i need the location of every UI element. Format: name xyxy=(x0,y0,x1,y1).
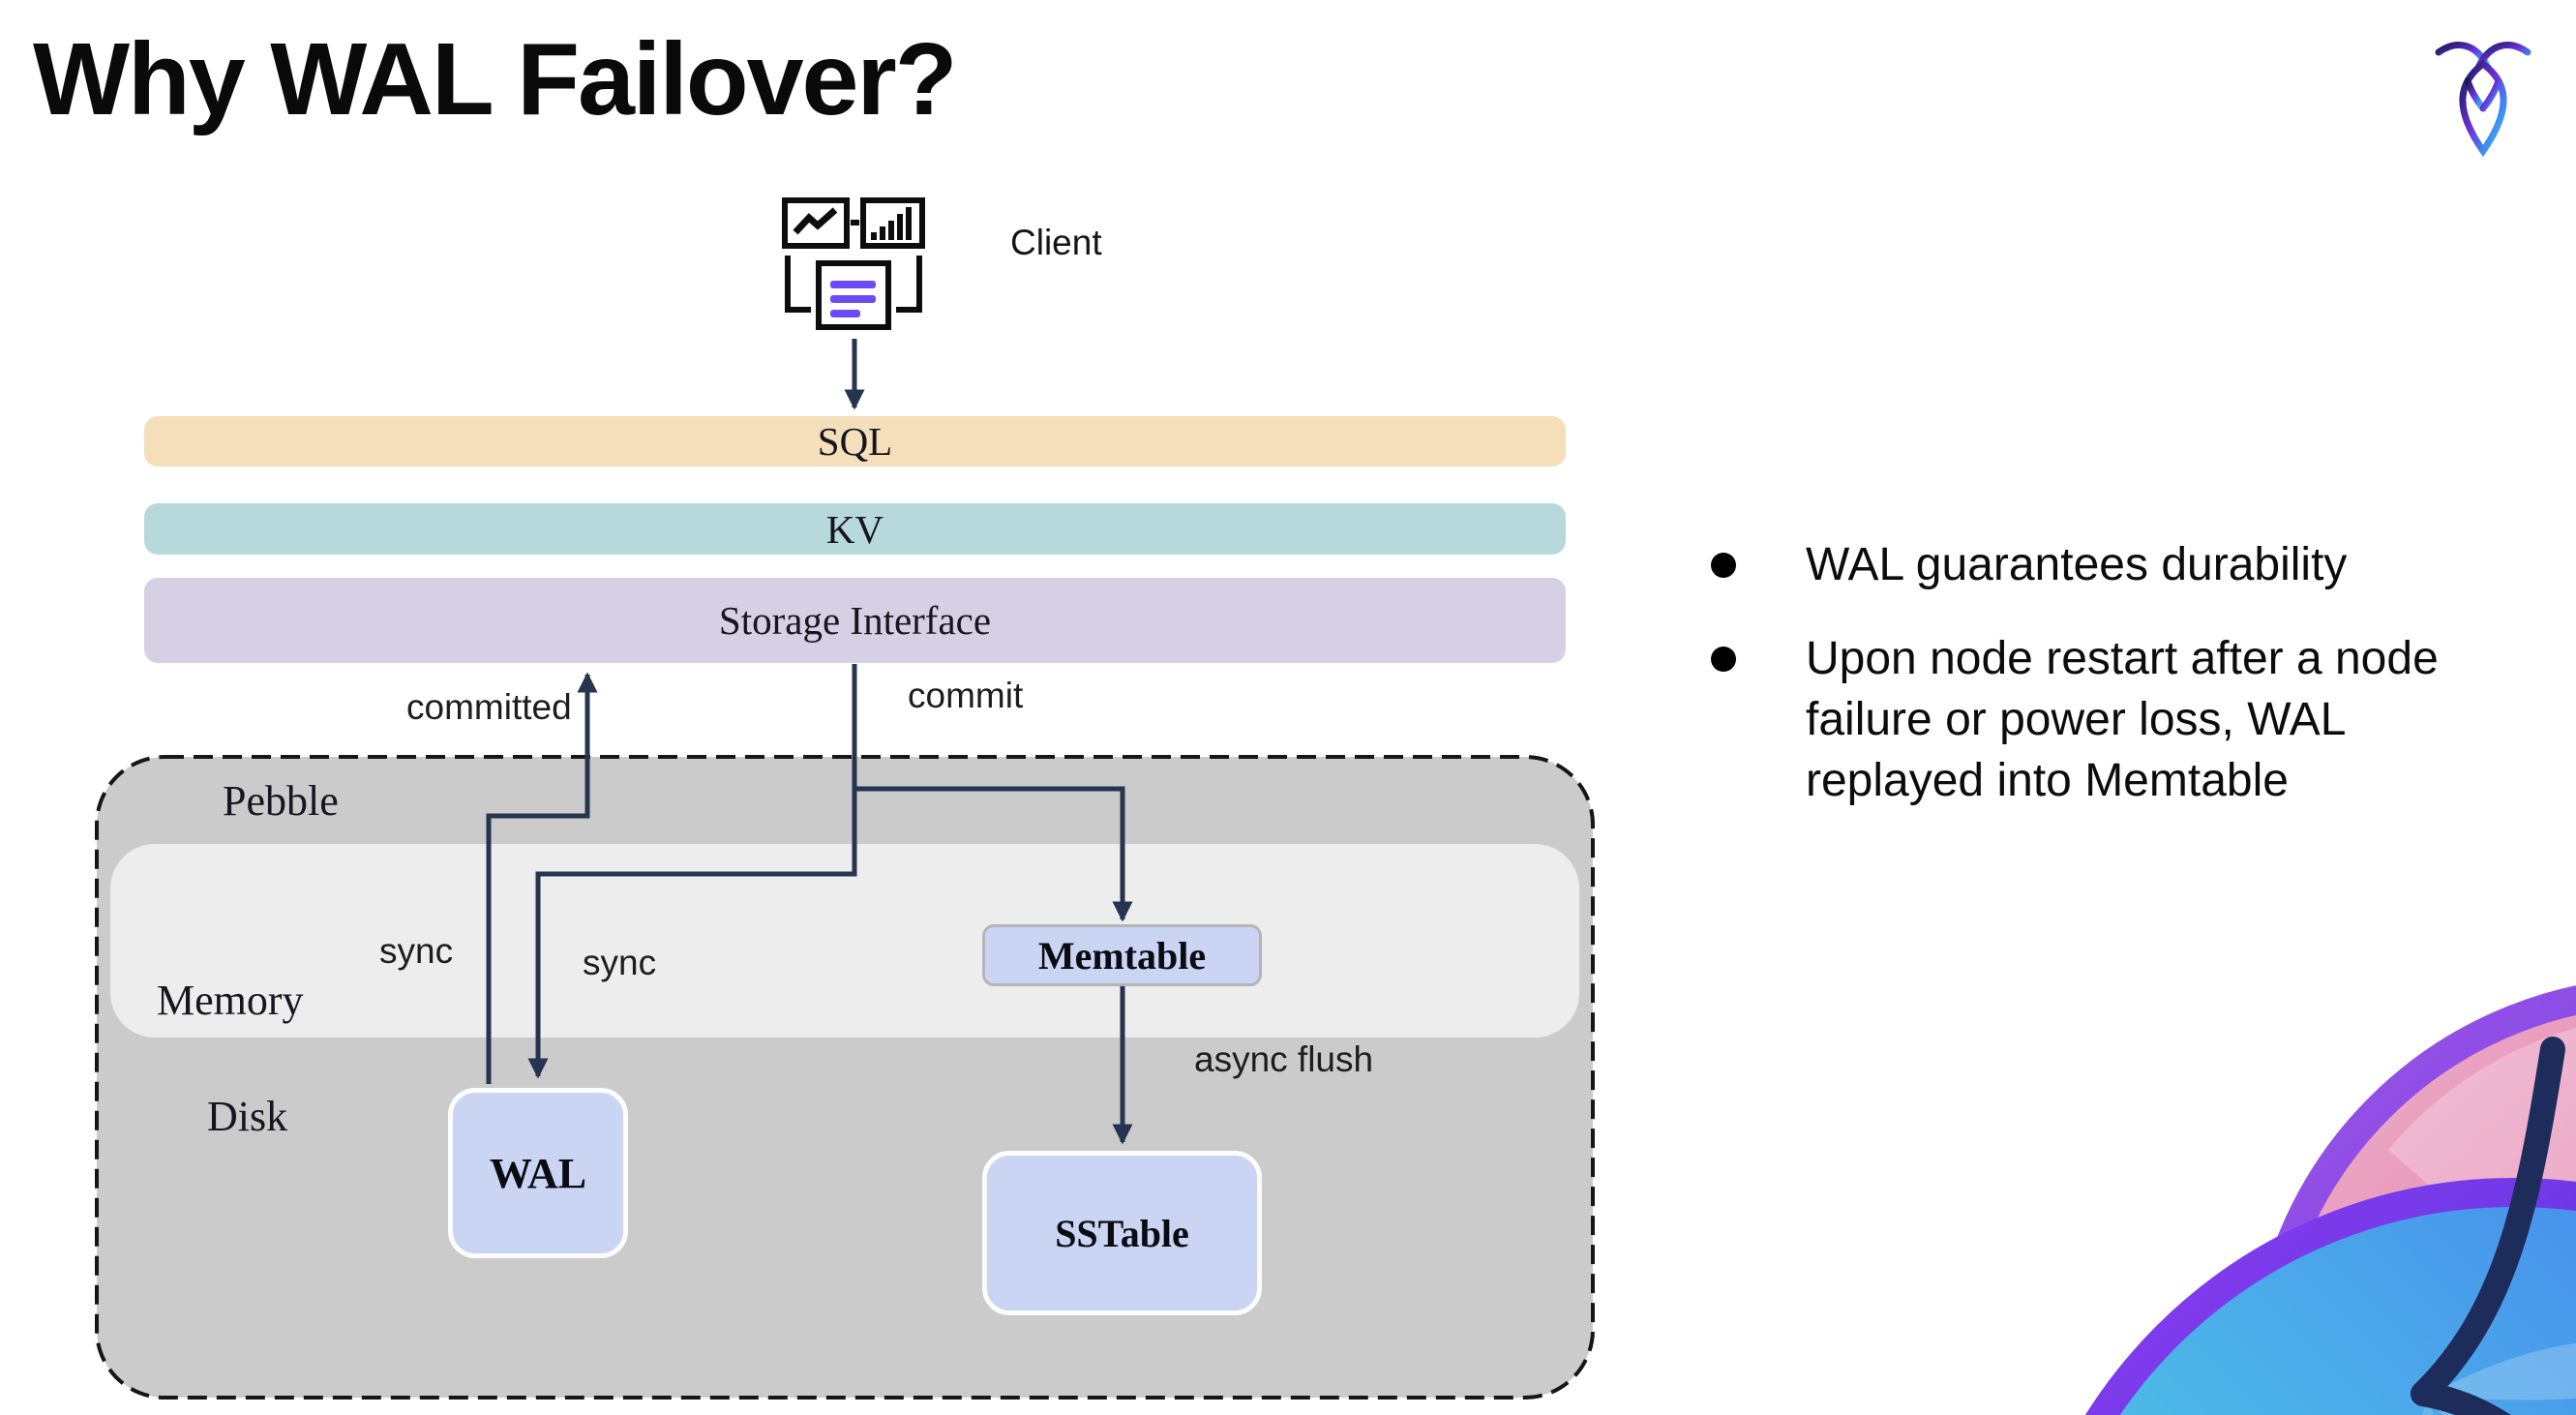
layer-bar-storage-interface: Storage Interface xyxy=(144,578,1566,663)
list-item: Upon node restart after a node failure o… xyxy=(1711,628,2504,811)
layer-bar-sql: SQL xyxy=(144,416,1566,467)
bullet-dot-icon xyxy=(1711,647,1736,672)
layer-bar-kv: KV xyxy=(144,503,1566,555)
edge-label-async-flush: async flush xyxy=(1194,1039,1374,1079)
brand-leaf-art-icon xyxy=(2085,985,2576,1415)
cockroachdb-logo-icon xyxy=(2435,42,2531,157)
pebble-label: Pebble xyxy=(223,777,339,825)
sstable-node: SSTable xyxy=(982,1151,1262,1315)
edge-label-commit: commit xyxy=(908,676,1024,715)
layer-label-storage-interface: Storage Interface xyxy=(718,598,992,643)
disk-label: Disk xyxy=(207,1093,288,1140)
decorative-artwork xyxy=(1972,956,2576,1415)
logo-arm-right xyxy=(2479,77,2502,112)
wal-node-label: WAL xyxy=(489,1149,587,1197)
page-title: Why WAL Failover? xyxy=(33,22,957,136)
bullet-dot-icon xyxy=(1711,553,1736,578)
layer-label-kv: KV xyxy=(825,506,884,552)
client-app-icon xyxy=(782,197,925,330)
logo-arm-left xyxy=(2464,77,2487,112)
layer-label-sql: SQL xyxy=(817,419,893,464)
edge-label-sync-left: sync xyxy=(379,931,454,971)
memory-band xyxy=(110,844,1579,1038)
bullet-list: WAL guarantees durability Upon node rest… xyxy=(1711,534,2504,811)
list-item: WAL guarantees durability xyxy=(1711,534,2504,595)
memtable-node-label: Memtable xyxy=(1037,933,1207,978)
bracket-right xyxy=(896,256,922,313)
edge-label-committed: committed xyxy=(406,687,572,727)
wal-node: WAL xyxy=(448,1088,628,1258)
memtable-node: Memtable xyxy=(982,924,1262,986)
memory-label: Memory xyxy=(157,977,304,1024)
bullet-text: Upon node restart after a node failure o… xyxy=(1806,633,2439,806)
client-label: Client xyxy=(1010,223,1102,262)
bracket-left xyxy=(785,256,811,313)
edge-label-sync-right: sync xyxy=(583,943,657,982)
bullet-text: WAL guarantees durability xyxy=(1806,539,2348,590)
sstable-node-label: SSTable xyxy=(1055,1211,1189,1255)
